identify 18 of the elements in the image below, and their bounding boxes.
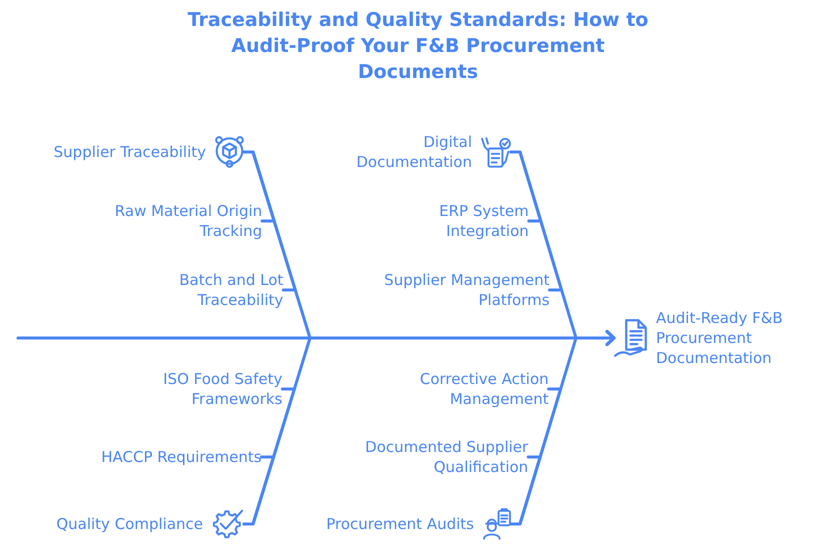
cause-label: ISO Food Safety Frameworks bbox=[161, 369, 282, 409]
connector-line bbox=[510, 150, 563, 292]
cause-label: Supplier Management Platforms bbox=[382, 270, 550, 310]
cause-label: Documented Supplier Qualification bbox=[363, 437, 528, 477]
cause-label: Corrective Action Management bbox=[418, 369, 549, 409]
cause-label: Batch and Lot Traceability bbox=[177, 270, 284, 310]
cause-label: Raw Material Origin Tracking bbox=[113, 201, 262, 241]
connector-line bbox=[242, 456, 275, 526]
category-label: Digital Documentation bbox=[355, 132, 472, 172]
connector-line bbox=[242, 150, 297, 292]
connector-line bbox=[510, 456, 542, 526]
category-label: Procurement Audits bbox=[325, 514, 474, 534]
effect-label: Audit-Ready F&B Procurement Documentation bbox=[656, 308, 784, 368]
diagram-title: Traceability and Quality Standards: How to Audit-Proof Your F&B Procurement Documents bbox=[187, 8, 649, 85]
category-label: Supplier Traceability bbox=[52, 142, 206, 162]
cause-label: ERP System Integration bbox=[438, 201, 529, 241]
category-label: Quality Compliance bbox=[55, 514, 203, 534]
cause-label: HACCP Requirements bbox=[100, 447, 262, 467]
